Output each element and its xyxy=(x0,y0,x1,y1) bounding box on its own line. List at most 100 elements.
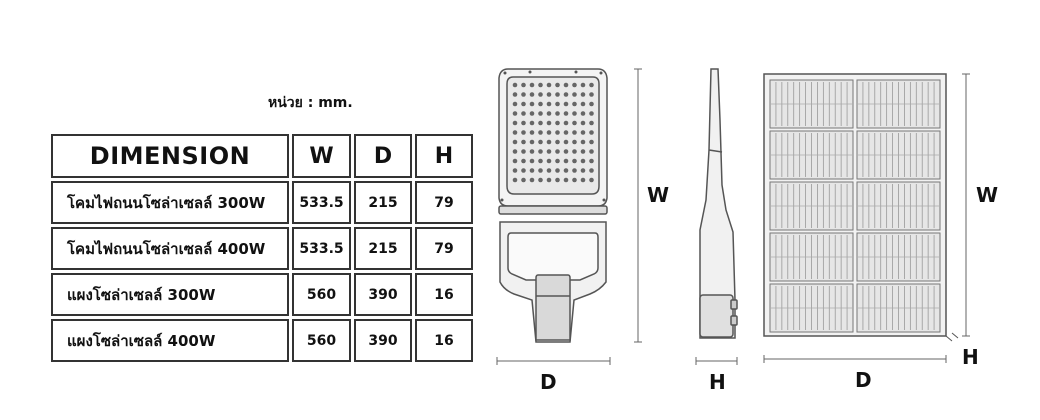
led-dot xyxy=(563,139,569,145)
unit-label: หน่วย : mm. xyxy=(268,95,353,111)
lamp-height-label: H xyxy=(709,370,726,394)
led-dot xyxy=(512,149,518,154)
led-dot xyxy=(580,139,586,145)
led-dot xyxy=(563,92,569,97)
led-dot xyxy=(572,82,577,88)
led-dot xyxy=(529,139,535,145)
lamp-width-dimension xyxy=(634,68,642,343)
led-dot xyxy=(589,130,594,135)
panel-height-label: H xyxy=(962,345,979,369)
row-name: โคมไฟถนนโซล่าเซลล์ 400W xyxy=(51,227,289,270)
led-dot xyxy=(555,168,560,173)
led-dot xyxy=(572,130,577,135)
led-dot xyxy=(572,101,577,107)
led-dot xyxy=(580,101,586,107)
header-w: W xyxy=(292,134,351,178)
led-dot xyxy=(555,177,560,183)
table-header-row: DIMENSION W D H xyxy=(51,134,473,178)
lamp-side-view xyxy=(699,68,738,339)
lamp-depth-label: D xyxy=(540,370,557,394)
led-dot xyxy=(512,111,518,116)
led-dot xyxy=(555,139,560,145)
led-dot xyxy=(589,82,594,88)
led-dot xyxy=(512,82,518,88)
table-row: แผงโซล่าเซลล์ 300W 560 390 16 xyxy=(51,273,473,316)
led-dot xyxy=(580,158,586,164)
led-dot xyxy=(572,120,577,126)
led-dot xyxy=(563,111,569,116)
row-h: 79 xyxy=(415,181,473,224)
row-name: แผงโซล่าเซลล์ 400W xyxy=(51,319,289,362)
led-dot xyxy=(529,101,535,107)
led-dot xyxy=(538,111,543,116)
led-dot xyxy=(529,149,535,154)
led-dot xyxy=(563,158,569,164)
dimension-table: DIMENSION W D H โคมไฟถนนโซล่าเซลล์ 300W … xyxy=(48,131,476,365)
led-dot xyxy=(521,177,526,183)
led-dot xyxy=(572,177,577,183)
led-dot xyxy=(546,168,552,173)
led-dot xyxy=(555,130,560,135)
led-dot xyxy=(589,158,594,164)
led-dot xyxy=(538,177,543,183)
solar-cells xyxy=(769,79,941,333)
led-grid xyxy=(512,82,594,183)
led-dot xyxy=(589,111,594,116)
led-dot xyxy=(529,120,535,126)
led-dot xyxy=(555,111,560,116)
led-dot xyxy=(555,101,560,107)
led-dot xyxy=(563,120,569,126)
led-dot xyxy=(546,101,552,107)
table-row: โคมไฟถนนโซล่าเซลล์ 300W 533.5 215 79 xyxy=(51,181,473,224)
led-dot xyxy=(546,120,552,126)
led-dot xyxy=(572,158,577,164)
led-dot xyxy=(521,92,526,97)
led-dot xyxy=(538,101,543,107)
lamp-height-dimension xyxy=(695,357,738,365)
led-dot xyxy=(580,149,586,154)
row-w: 560 xyxy=(292,273,351,316)
led-dot xyxy=(538,149,543,154)
led-dot xyxy=(563,130,569,135)
row-name: แผงโซล่าเซลล์ 300W xyxy=(51,273,289,316)
header-dimension: DIMENSION xyxy=(51,134,289,178)
led-dot xyxy=(512,168,518,173)
led-dot xyxy=(512,177,518,183)
row-d: 390 xyxy=(354,319,412,362)
led-dot xyxy=(580,177,586,183)
led-dot xyxy=(572,111,577,116)
led-dot xyxy=(572,139,577,145)
led-dot xyxy=(512,158,518,164)
led-dot xyxy=(589,101,594,107)
led-dot xyxy=(529,82,535,88)
row-w: 560 xyxy=(292,319,351,362)
led-dot xyxy=(521,168,526,173)
led-dot xyxy=(580,82,586,88)
solar-panel-view xyxy=(763,73,959,342)
led-dot xyxy=(538,158,543,164)
led-dot xyxy=(555,92,560,97)
led-dot xyxy=(555,82,560,88)
led-dot xyxy=(546,177,552,183)
panel-depth-label: D xyxy=(855,368,872,392)
led-dot xyxy=(563,168,569,173)
led-dot xyxy=(580,130,586,135)
led-dot xyxy=(589,92,594,97)
led-dot xyxy=(512,130,518,135)
led-dot xyxy=(563,101,569,107)
led-dot xyxy=(563,177,569,183)
led-dot xyxy=(572,149,577,154)
led-dot xyxy=(529,168,535,173)
led-dot xyxy=(529,111,535,116)
led-dot xyxy=(572,92,577,97)
led-dot xyxy=(546,92,552,97)
led-dot xyxy=(546,139,552,145)
led-dot xyxy=(521,120,526,126)
lamp-width-label: W xyxy=(647,183,670,207)
led-dot xyxy=(580,92,586,97)
header-h: H xyxy=(415,134,473,178)
lamp-depth-dimension xyxy=(496,357,611,365)
led-dot xyxy=(546,158,552,164)
led-dot xyxy=(538,82,543,88)
